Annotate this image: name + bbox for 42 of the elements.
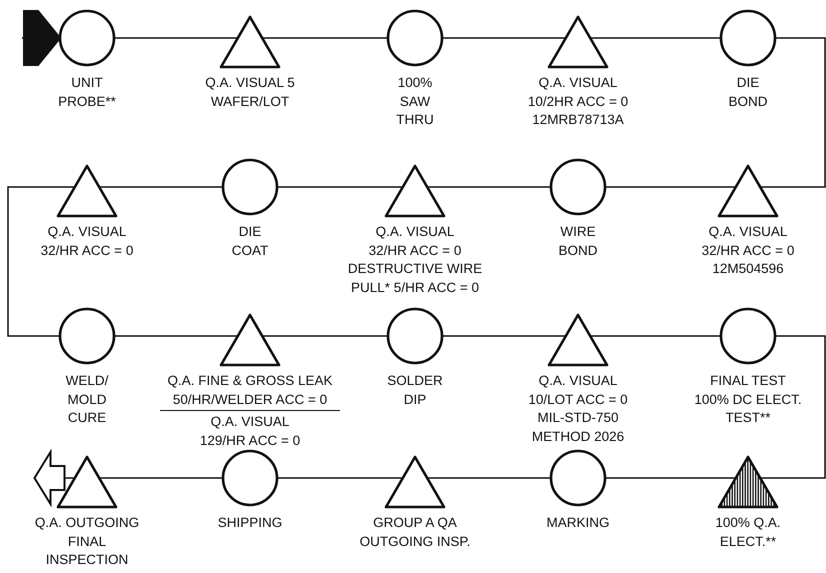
step-label: Q.A. VISUAL 10/LOT ACC = 0 MIL-STD-750 METHOD 2026 (527, 372, 629, 446)
flow-line (277, 186, 402, 188)
step-label: DIE COAT (230, 223, 270, 260)
flow-line (7, 186, 74, 337)
flow-line (590, 335, 721, 337)
step-label: Q.A. VISUAL 32/HR ACC = 0 (40, 223, 134, 260)
step-label: Q.A. VISUAL 32/HR ACC = 0 (368, 223, 462, 260)
step-label: SOLDER DIP (386, 372, 444, 408)
step-label: Q.A. FINE & GROSS LEAK 50/HR/WELDER ACC = 0 (160, 372, 340, 411)
flow-line (760, 335, 826, 479)
flow-line (114, 37, 238, 39)
step-label: DIE BOND (727, 74, 768, 110)
flow-line (428, 186, 551, 188)
flow-line (605, 477, 736, 479)
flow-line (100, 186, 223, 188)
step-label: FINAL TEST (709, 372, 787, 390)
flow-line (590, 37, 721, 39)
step-label: Q.A. VISUAL 10/2HR ACC = 0 12MRB78713A (526, 74, 630, 129)
flow-line (277, 477, 402, 479)
flow-line (262, 37, 388, 39)
step-label: WIRE BOND (557, 223, 598, 260)
step-label: SHIPPING (216, 514, 284, 532)
step-label: 100% DC ELECT. TEST** (693, 390, 803, 427)
flow-line (428, 477, 551, 479)
flow-line (760, 37, 826, 188)
step-label: WELD/ MOLD CURE (64, 372, 110, 427)
step-label: Q.A. OUTGOING FINAL INSPECTION (34, 514, 140, 569)
step-label: Q.A. VISUAL 129/HR ACC = 0 (198, 413, 302, 450)
flow-line (100, 477, 223, 479)
flow-line (605, 186, 736, 188)
flow-line (442, 37, 566, 39)
step-label: 100% Q.A. ELECT.** (714, 514, 782, 550)
step-label: Q.A. VISUAL 32/HR ACC = 0 12M504596 (700, 223, 796, 278)
step-label: MARKING (545, 514, 610, 532)
step-label: GROUP A QA OUTGOING INSP. (358, 514, 472, 550)
flow-line (114, 335, 238, 337)
step-label: UNIT PROBE** (57, 74, 117, 110)
flow-line (442, 335, 566, 337)
step-label: DESTRUCTIVE WIRE PULL* 5/HR ACC = 0 (346, 260, 484, 296)
step-label: Q.A. VISUAL 5 WAFER/LOT (204, 74, 296, 110)
step-label: 100% SAW THRU (395, 74, 435, 129)
flow-line (262, 335, 388, 337)
